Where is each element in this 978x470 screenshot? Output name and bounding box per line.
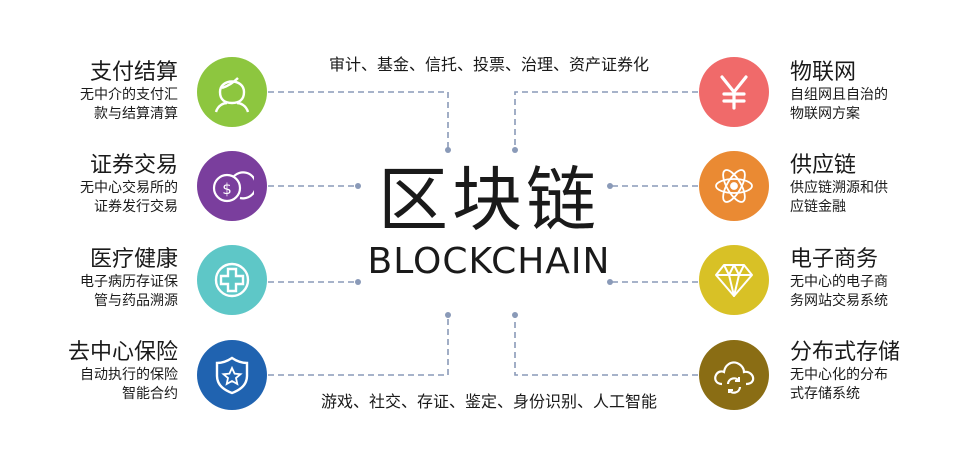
connector-dot xyxy=(607,183,613,189)
shield-star-icon xyxy=(197,340,267,410)
connector-bottom-right xyxy=(514,315,698,376)
atom-icon xyxy=(699,151,769,221)
connector-dot xyxy=(445,147,451,153)
left-item-insurance: 去中心保险 自动执行的保险 智能合约 xyxy=(68,340,178,404)
item-title: 分布式存储 xyxy=(790,340,901,365)
connector-dot xyxy=(355,279,361,285)
coins-icon: $ xyxy=(197,151,267,221)
bottom-applications-text: 游戏、社交、存证、鉴定、身份识别、人工智能 xyxy=(320,392,657,411)
item-desc: 务网站交易系统 xyxy=(790,293,888,309)
item-title: 支付结算 xyxy=(89,60,178,85)
item-desc: 无中心的电子商 xyxy=(790,274,888,290)
item-desc: 无中介的支付汇 xyxy=(80,87,178,103)
top-applications-text: 审计、基金、信托、投票、治理、资产证券化 xyxy=(328,55,649,74)
right-item-supply-chain: 供应链 供应链溯源和供 应链金融 xyxy=(790,153,888,217)
left-item-securities: 证券交易 无中心交易所的 证券发行交易 xyxy=(80,153,178,217)
yen-icon xyxy=(699,57,769,127)
item-desc: 电子病历存证保 xyxy=(80,274,178,290)
item-title: 供应链 xyxy=(790,153,857,178)
item-title: 医疗健康 xyxy=(89,247,178,272)
item-desc: 式存储系统 xyxy=(790,386,860,402)
item-title: 物联网 xyxy=(790,60,857,85)
item-title: 去中心保险 xyxy=(67,340,178,365)
item-desc: 管与药品溯源 xyxy=(94,293,178,309)
left-item-healthcare: 医疗健康 电子病历存证保 管与药品溯源 xyxy=(80,247,178,311)
right-item-storage: 分布式存储 无中心化的分布 式存储系统 xyxy=(790,340,900,404)
item-desc: 物联网方案 xyxy=(790,106,860,122)
item-desc: 自组网且自治的 xyxy=(790,87,888,103)
diamond-icon xyxy=(699,245,769,315)
cloud-sync-icon xyxy=(699,340,769,410)
item-desc: 自动执行的保险 xyxy=(80,367,178,383)
right-item-ecommerce: 电子商务 无中心的电子商 务网站交易系统 xyxy=(790,247,888,311)
connector-dot xyxy=(512,147,518,153)
item-title: 电子商务 xyxy=(790,247,879,272)
item-desc: 无中心交易所的 xyxy=(80,180,178,196)
item-desc: 供应链溯源和供 xyxy=(790,180,888,196)
person-icon xyxy=(197,57,267,127)
connector-bottom-left xyxy=(268,315,449,376)
connector-top-right xyxy=(514,91,698,150)
item-desc: 证券发行交易 xyxy=(94,199,178,215)
center-subtitle: BLOCKCHAIN xyxy=(367,241,611,282)
item-desc: 无中心化的分布 xyxy=(790,367,888,383)
connector-top-left xyxy=(268,91,449,150)
left-item-payment: 支付结算 无中介的支付汇 款与结算清算 xyxy=(80,60,178,124)
svg-text:$: $ xyxy=(222,180,232,198)
item-desc: 款与结算清算 xyxy=(94,106,178,122)
connector-dot xyxy=(512,312,518,318)
connector-dot xyxy=(445,312,451,318)
item-desc: 应链金融 xyxy=(790,199,846,215)
item-desc: 智能合约 xyxy=(122,386,178,402)
center-title: 区块链 xyxy=(378,159,600,241)
connector-dot xyxy=(355,183,361,189)
connector-dot xyxy=(607,279,613,285)
item-title: 证券交易 xyxy=(89,153,178,178)
medical-cross-icon xyxy=(197,245,267,315)
right-item-iot: 物联网 自组网且自治的 物联网方案 xyxy=(790,60,888,124)
